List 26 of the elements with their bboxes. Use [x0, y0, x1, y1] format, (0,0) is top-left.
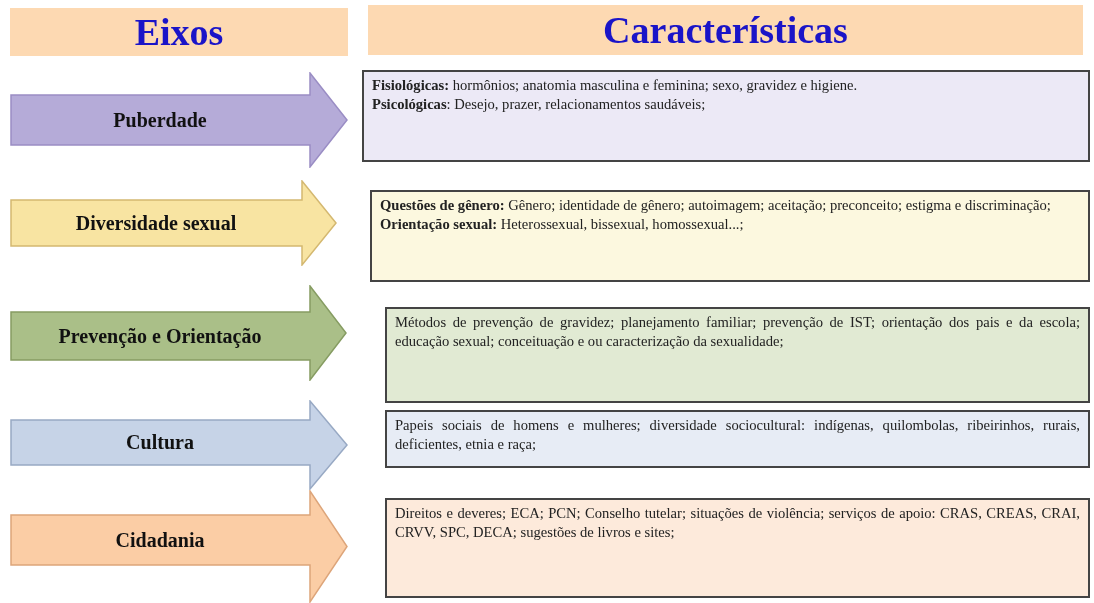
arrow-shape — [10, 285, 347, 381]
column-heading: Eixos — [134, 13, 224, 51]
text-box — [385, 498, 1090, 598]
header-band — [10, 8, 348, 56]
text-box — [362, 70, 1090, 162]
arrow-shape — [10, 490, 348, 603]
description-text: Papeis sociais de homens e mulheres; diversidade sociocultural: indígenas, quilombolas, ribeirinhos, rurais, deficientes, etnia e raça; — [395, 416, 1080, 455]
axis-label: Diversidade sexual — [74, 210, 238, 236]
description-text: Métodos de prevenção de gravidez; planejamento familiar; prevenção de IST; orientação dos pais e da escola; educação sexual; conceituação e ou caracterização da sexualidade; — [395, 313, 1080, 352]
text-box — [370, 190, 1090, 282]
axis-label: Cidadania — [114, 527, 206, 553]
text-box — [385, 307, 1090, 403]
axis-label: Cultura — [125, 430, 195, 455]
description-text: Fisiológicas: hormônios; anatomia masculina e feminina; sexo, gravidez e higiene. — [372, 76, 859, 95]
text-box — [385, 410, 1090, 468]
description-text: Direitos e deveres; ECA; PCN; Conselho tutelar; situações de violência; serviços de apoio: CRAS, CREAS, CRAI, CRVV, SPC, DECA; sugestões de livros e sites; — [395, 504, 1080, 543]
axis-label: Prevenção e Orientação — [57, 323, 263, 350]
column-heading: Características — [603, 11, 848, 49]
description-text: Questões de gênero: Gênero; identidade de gênero; autoimagem; aceitação; preconceito; estigma e discriminação; — [380, 196, 1052, 215]
header-band — [368, 5, 1083, 55]
description-text: Psicológicas: Desejo, prazer, relacionamentos saudáveis; — [372, 95, 707, 115]
description-text: Orientação sexual: Heterossexual, bissexual, homossexual...; — [380, 215, 745, 235]
arrow-shape — [10, 72, 348, 168]
arrow-shape — [10, 180, 337, 266]
axis-label: Puberdade — [112, 107, 208, 133]
arrow-shape — [10, 400, 348, 490]
